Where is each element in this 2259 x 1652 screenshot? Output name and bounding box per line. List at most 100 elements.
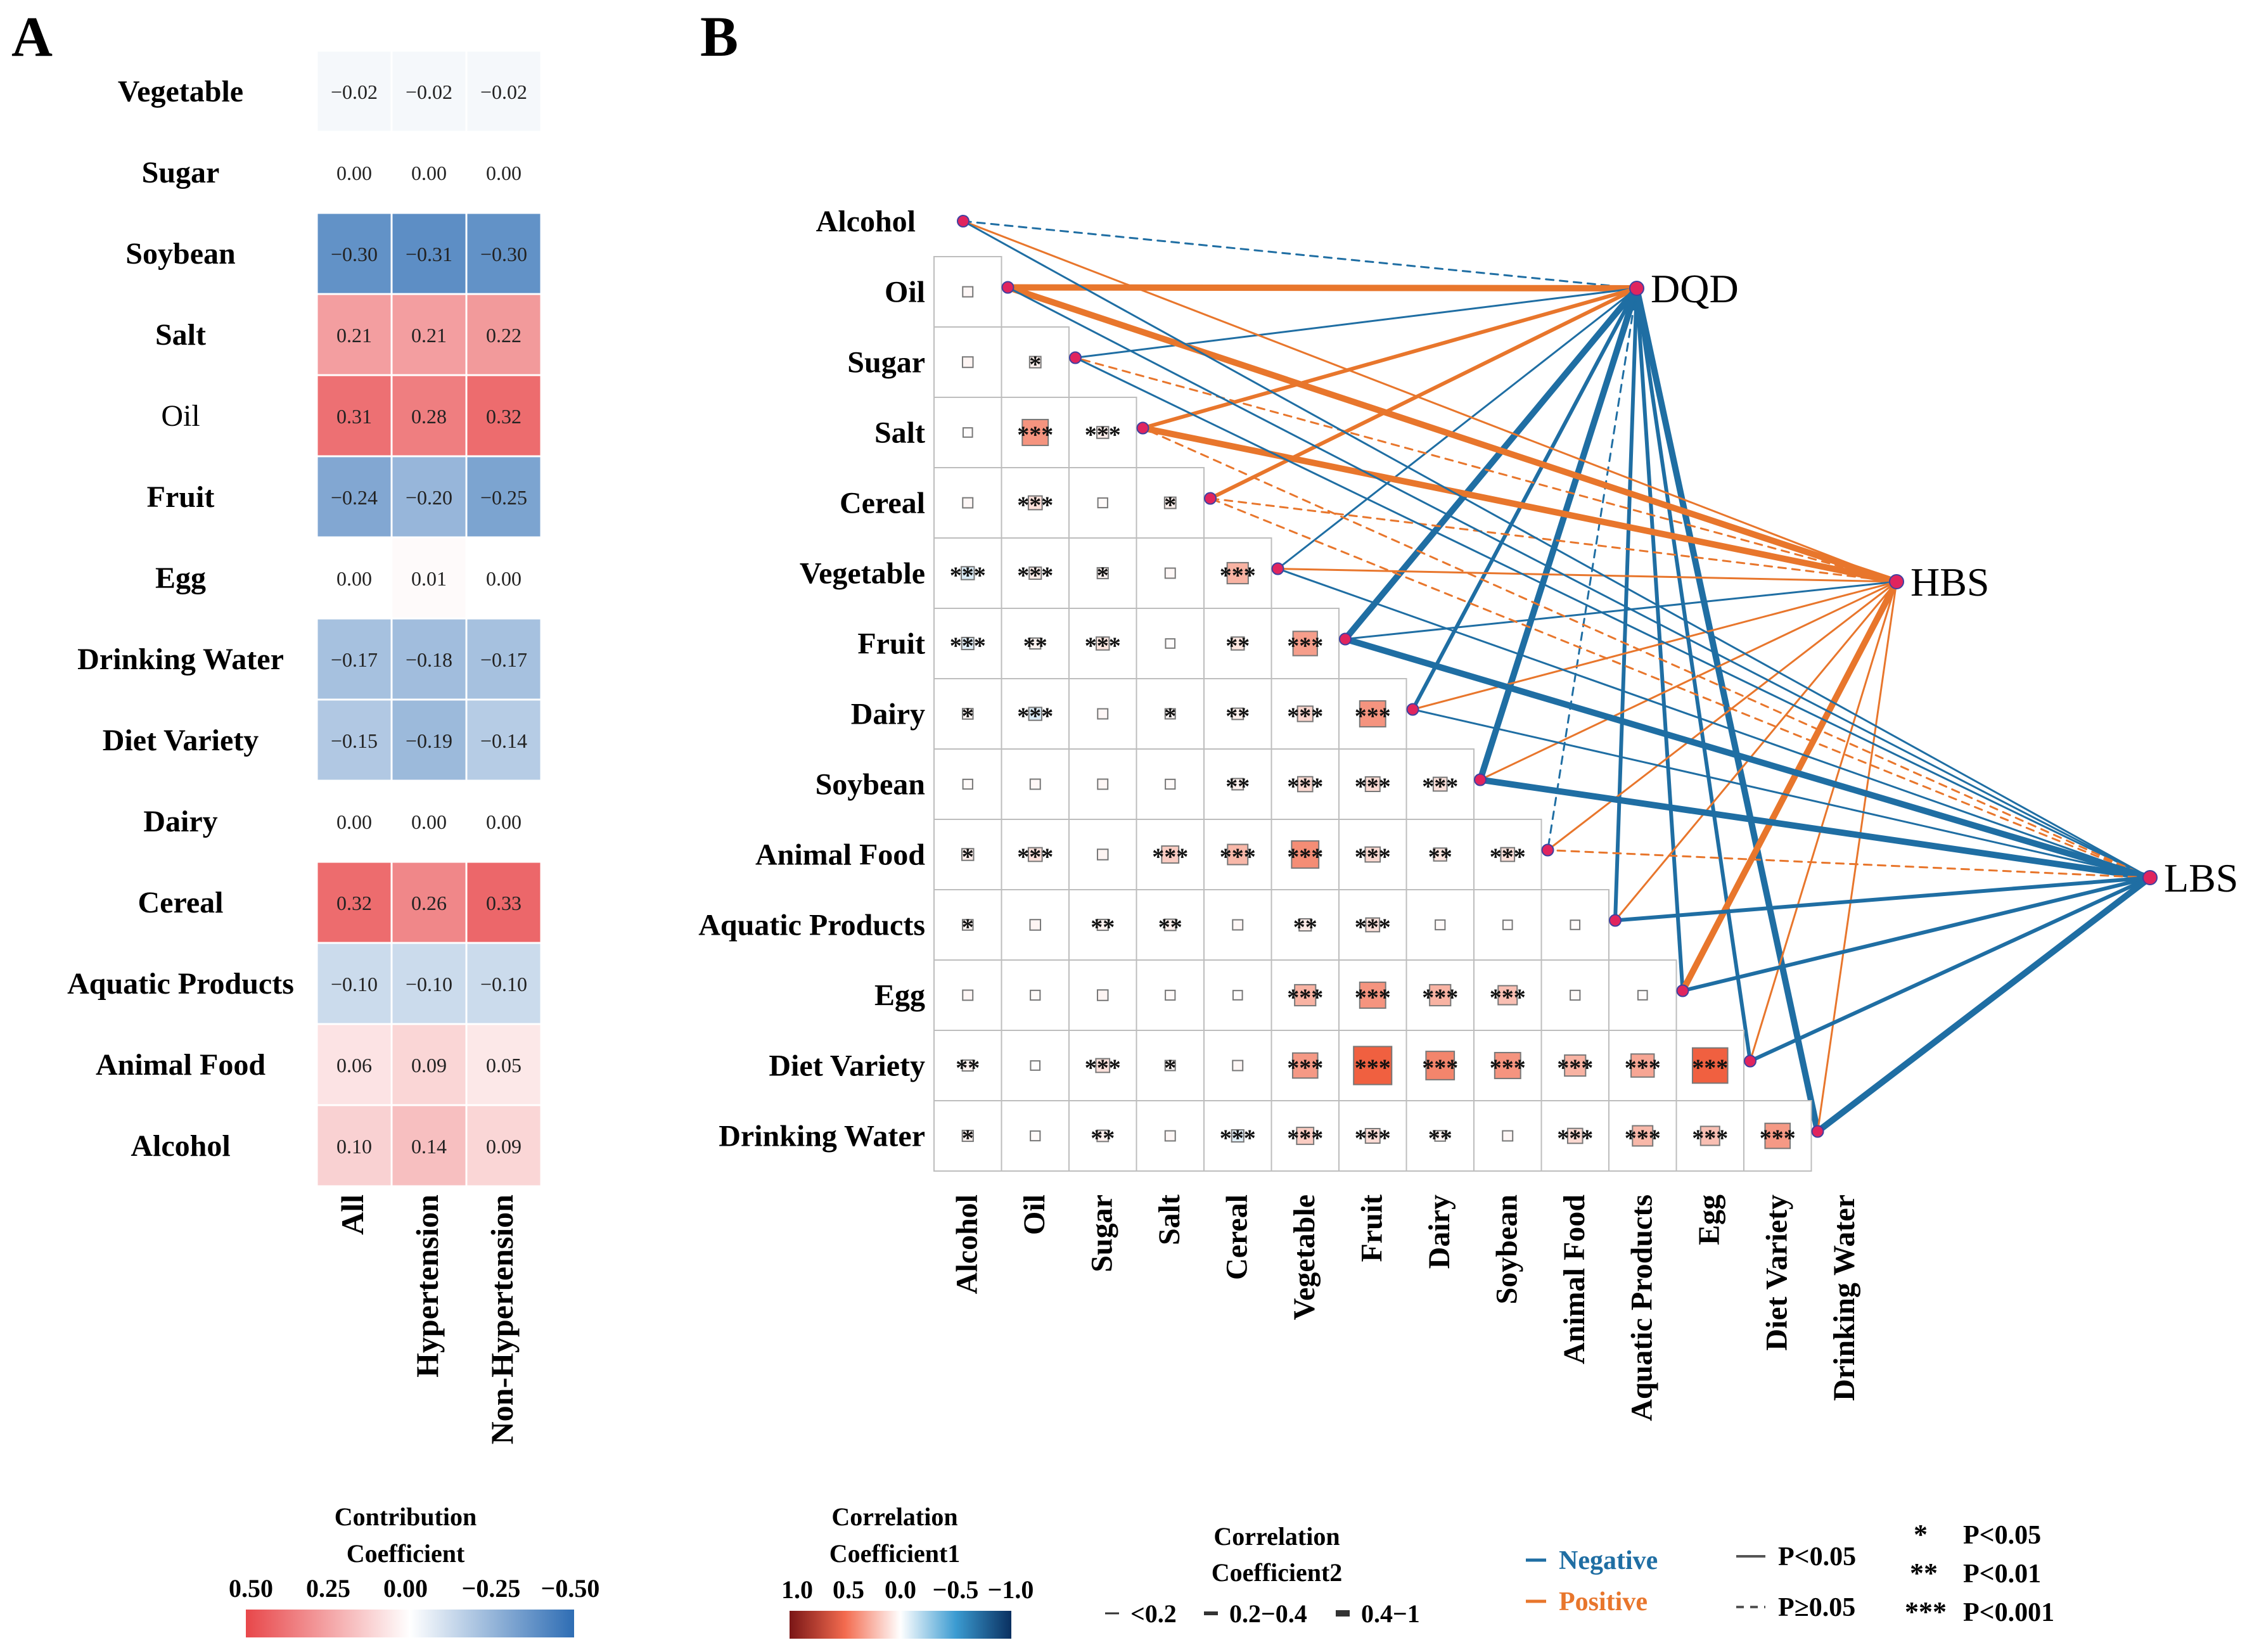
heatmap-a-cell bbox=[316, 455, 393, 539]
network-link bbox=[1613, 876, 2152, 923]
heatmap-a-cell-label: 0.01 bbox=[411, 567, 447, 590]
matrix-square bbox=[1292, 631, 1318, 656]
heatmap-a-row-label: Aquatic Products bbox=[67, 967, 294, 1001]
matrix-square bbox=[1030, 989, 1041, 1001]
network-variable-node bbox=[957, 215, 970, 227]
matrix-cell bbox=[1203, 819, 1272, 890]
matrix-significance: ** bbox=[1091, 914, 1115, 941]
network-variable-node bbox=[1339, 632, 1352, 646]
network-link bbox=[1411, 286, 1639, 712]
legend-b1-tick: −1.0 bbox=[988, 1575, 1034, 1604]
matrix-row-label: Egg bbox=[874, 979, 925, 1013]
network-variable-node bbox=[1609, 914, 1622, 927]
heatmap-a-cell-label: −0.02 bbox=[406, 80, 452, 103]
heatmap-a-cell-label: 0.33 bbox=[486, 892, 522, 914]
matrix-square bbox=[1691, 1047, 1729, 1084]
heatmap-a-cell bbox=[316, 293, 393, 376]
matrix-row-label: Animal Food bbox=[755, 838, 925, 872]
network-link bbox=[962, 220, 1638, 290]
matrix-significance: ** bbox=[1225, 774, 1250, 800]
network-hub-node bbox=[2142, 870, 2158, 885]
matrix-significance: * bbox=[1029, 352, 1041, 378]
matrix-square bbox=[1164, 567, 1176, 579]
matrix-significance: *** bbox=[1287, 844, 1323, 871]
matrix-col-label: Oil bbox=[1018, 1194, 1051, 1235]
network-variable-node bbox=[1001, 281, 1014, 294]
matrix-square bbox=[962, 286, 974, 298]
matrix-square bbox=[961, 708, 974, 720]
matrix-square bbox=[1161, 845, 1180, 864]
network-link bbox=[1412, 708, 2151, 879]
matrix-col-label: Diet Variety bbox=[1760, 1194, 1793, 1351]
heatmap-a-cell-label: −0.14 bbox=[480, 729, 527, 752]
heatmap-a-row-label: Cereal bbox=[138, 886, 223, 919]
heatmap-a-cell bbox=[465, 1104, 542, 1188]
heatmap-a-cell-label: −0.10 bbox=[480, 973, 527, 996]
matrix-square bbox=[1226, 561, 1249, 585]
legend-b1-colorbar bbox=[790, 1611, 1011, 1639]
correlation-matrix: ****************************************… bbox=[698, 205, 1861, 1421]
matrix-square bbox=[1231, 1129, 1245, 1143]
matrix-square bbox=[1294, 983, 1317, 1007]
matrix-significance: *** bbox=[1355, 914, 1391, 941]
matrix-square bbox=[1364, 1128, 1381, 1144]
matrix-square bbox=[1502, 1130, 1514, 1142]
heatmap-a-cell-label: −0.25 bbox=[480, 486, 527, 509]
legend-a-colorbar bbox=[246, 1610, 574, 1637]
heatmap-a-cell bbox=[390, 212, 468, 295]
network-variable-node bbox=[1271, 562, 1284, 575]
matrix-square bbox=[1096, 918, 1109, 932]
matrix-square bbox=[1021, 419, 1049, 446]
matrix-cell bbox=[1338, 819, 1407, 890]
matrix-significance: * bbox=[1164, 1055, 1176, 1082]
matrix-significance: * bbox=[962, 703, 974, 730]
network-links bbox=[962, 220, 2153, 1135]
matrix-square bbox=[962, 497, 974, 509]
matrix-significance: *** bbox=[1760, 1125, 1796, 1152]
network-hub-label: DQD bbox=[1651, 266, 1739, 311]
matrix-square bbox=[1353, 1046, 1393, 1085]
sign-legend: Negative Positive bbox=[1526, 1546, 1658, 1617]
matrix-square bbox=[1096, 848, 1109, 861]
matrix-square bbox=[961, 1059, 974, 1072]
heatmap-a-cell-label: −0.30 bbox=[331, 243, 378, 266]
matrix-significance: * bbox=[962, 1125, 974, 1152]
matrix-square bbox=[1434, 1130, 1447, 1142]
matrix-row-label: Oil bbox=[885, 276, 925, 309]
matrix-square bbox=[1432, 776, 1448, 792]
matrix-square bbox=[1359, 700, 1386, 727]
heatmap-a-row-label: Diet Variety bbox=[103, 724, 259, 757]
matrix-significance: *** bbox=[1287, 774, 1323, 800]
matrix-significance: *** bbox=[1355, 985, 1391, 1011]
matrix-significance: *** bbox=[1085, 1055, 1121, 1082]
legend-star-label: P<0.05 bbox=[1963, 1521, 2041, 1550]
heatmap-a-row-label: Sugar bbox=[142, 156, 220, 189]
matrix-square bbox=[1232, 1060, 1244, 1072]
heatmap-a-cell bbox=[465, 698, 542, 782]
matrix-significance: *** bbox=[1422, 1055, 1458, 1082]
heatmap-a-cell bbox=[465, 536, 542, 620]
matrix-cell bbox=[1540, 889, 1609, 961]
heatmap-a-cell bbox=[316, 49, 393, 133]
legend-b1-title-line1: Correlation bbox=[831, 1502, 957, 1531]
matrix-col-label: Animal Food bbox=[1558, 1194, 1591, 1364]
heatmap-a-cell-label: −0.31 bbox=[406, 243, 452, 266]
network-link bbox=[1817, 580, 1898, 1132]
matrix-col-label: Cereal bbox=[1220, 1194, 1253, 1280]
matrix-row-label: Vegetable bbox=[800, 557, 925, 591]
matrix-square bbox=[1163, 918, 1177, 932]
matrix-square bbox=[1165, 638, 1176, 649]
matrix-significance: *** bbox=[1287, 985, 1323, 1011]
network-variable-node bbox=[1204, 492, 1217, 505]
legend-b2-item: <0.2 bbox=[1130, 1599, 1177, 1628]
matrix-square bbox=[1096, 1129, 1110, 1143]
matrix-square bbox=[1164, 708, 1176, 720]
matrix-square bbox=[1095, 1058, 1111, 1073]
matrix-square bbox=[1630, 1053, 1655, 1078]
matrix-row-label: Soybean bbox=[816, 768, 925, 802]
legend-solid-label: P<0.05 bbox=[1778, 1542, 1856, 1572]
matrix-square bbox=[1097, 778, 1109, 790]
legend-b2-item: 0.4−1 bbox=[1361, 1599, 1420, 1628]
network-link bbox=[1277, 568, 1898, 583]
